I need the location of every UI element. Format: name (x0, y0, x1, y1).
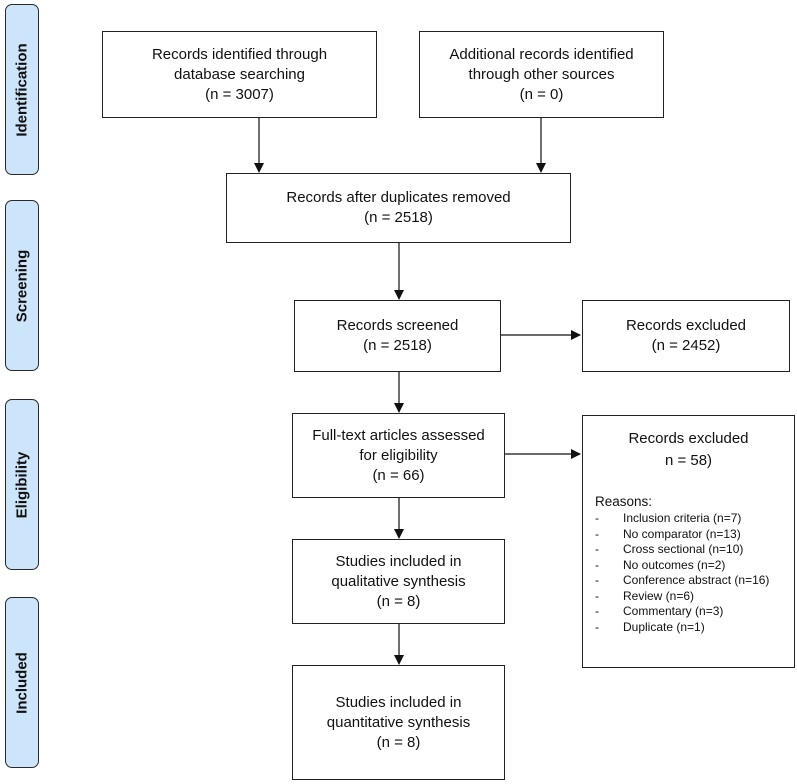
box-text: Records excluded (628, 430, 749, 447)
box-text: Records screened (336, 317, 459, 334)
reasons-label: Reasons: (595, 494, 653, 509)
reason-text: No outcomes (n=2) (623, 557, 726, 572)
list-item: - Review (n=6) (595, 589, 769, 605)
box-text: Studies included in (335, 552, 462, 570)
dash: - (595, 588, 599, 603)
reason-text: Cross sectional (n=10) (623, 542, 744, 556)
box-count: (n = 2518) (364, 209, 433, 226)
box-count: (n = 66) (372, 466, 425, 484)
reason-text: Inclusion criteria (n=7) (623, 511, 742, 525)
box-duplicates-removed: Records after duplicates removed (n = 25… (226, 173, 571, 243)
box-text: database searching (174, 65, 305, 83)
box-text: Full-text articles assessed (312, 426, 485, 444)
dash: - (595, 542, 599, 556)
reason-text: Duplicate (n=1) (623, 619, 705, 634)
box-count: (n = 8) (376, 733, 421, 751)
box-text: for eligibility (359, 446, 438, 464)
list-item: - No comparator (n=13) (595, 527, 769, 543)
dash: - (595, 573, 599, 587)
box-other-sources: Additional records identified through ot… (419, 31, 664, 118)
box-count: (n = 0) (519, 85, 564, 103)
list-item: - Cross sectional (n=10) (595, 542, 769, 558)
box-records-excluded-fulltext: Records excluded n = 58) Reasons: - Inclu… (582, 415, 795, 668)
exclusion-reasons: Reasons: - Inclusion criteria (n=7) - No c… (595, 494, 769, 635)
box-count: (n = 3007) (205, 85, 274, 103)
box-text: Records after duplicates removed (286, 189, 511, 206)
box-fulltext-assessed: Full-text articles assessed for eligibil… (292, 413, 505, 498)
box-database-searching: Records identified through database sear… (102, 31, 377, 118)
reason-text: Conference abstract (n=16) (623, 573, 770, 587)
box-count: n = 58) (664, 452, 713, 469)
reason-text: Review (n=6) (623, 588, 695, 603)
list-item: - Conference abstract (n=16) (595, 573, 769, 589)
box-records-screened: Records screened (n = 2518) (294, 300, 501, 372)
box-count: (n = 8) (376, 592, 421, 610)
list-item: - Commentary (n=3) (595, 604, 769, 620)
box-text: through other sources (468, 65, 615, 83)
box-text: Additional records identified (449, 45, 634, 63)
box-records-excluded-screening: Records excluded (n = 2452) (582, 300, 790, 372)
box-text: Records excluded (625, 317, 747, 334)
phase-eligibility: Eligibility (5, 399, 39, 570)
box-qualitative-synthesis: Studies included in qualitative synthesi… (292, 539, 505, 624)
box-text: Studies included in (335, 693, 462, 711)
box-count: (n = 2518) (363, 337, 432, 354)
box-count: (n = 2452) (651, 337, 721, 354)
box-text: Records identified through (151, 45, 328, 63)
box-text: quantitative synthesis (326, 713, 471, 731)
reasons-list: - Inclusion criteria (n=7) - No comparator… (595, 511, 769, 635)
dash: - (595, 557, 599, 572)
list-item: - Inclusion criteria (n=7) (595, 511, 769, 527)
phase-included: Included (5, 597, 39, 768)
reason-text: Commentary (n=3) (623, 604, 724, 618)
list-item: - No outcomes (n=2) (595, 558, 769, 574)
reason-text: No comparator (n=13) (623, 526, 741, 541)
list-item: - Duplicate (n=1) (595, 620, 769, 636)
dash: - (595, 526, 599, 541)
phase-screening: Screening (5, 200, 39, 371)
box-text: qualitative synthesis (331, 572, 466, 590)
dash: - (595, 604, 599, 618)
dash: - (595, 511, 599, 525)
phase-identification: Identification (5, 4, 39, 175)
box-quantitative-synthesis: Studies included in quantitative synthes… (292, 665, 505, 780)
dash: - (595, 619, 599, 634)
